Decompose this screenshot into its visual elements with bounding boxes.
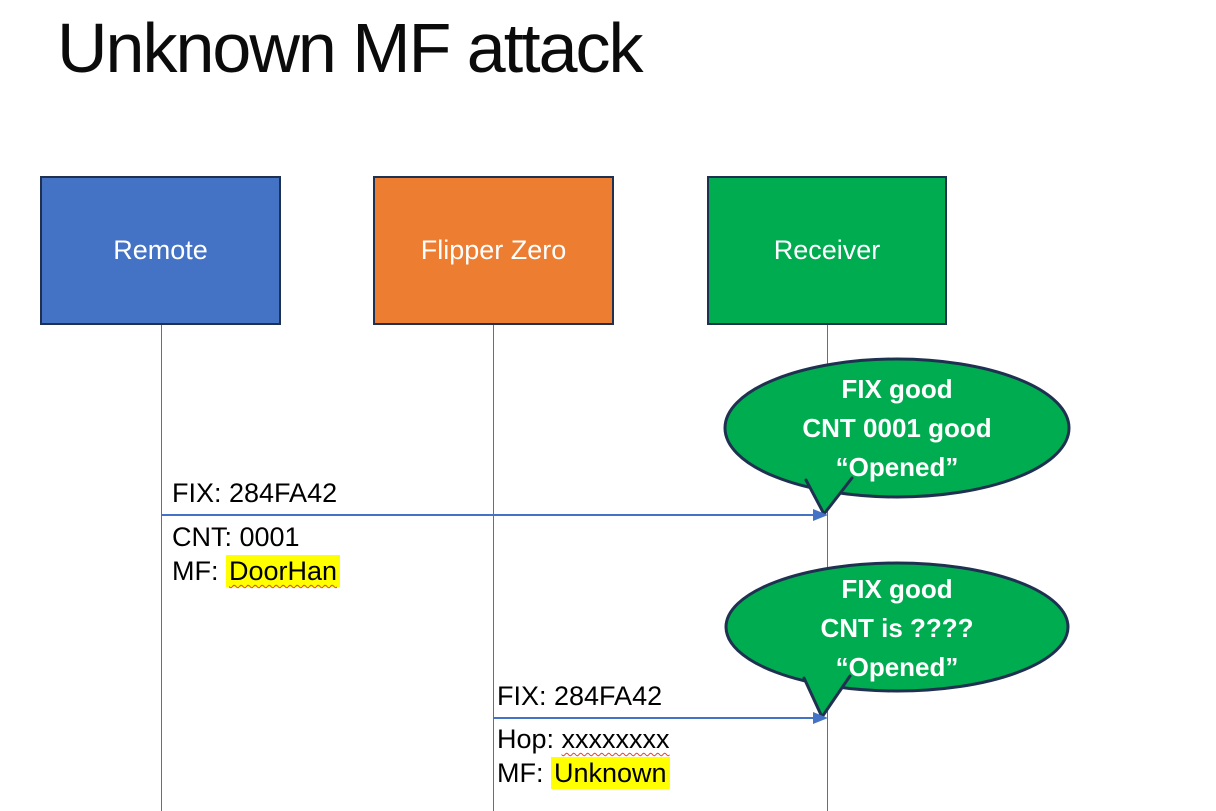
message2-mf-prefix: MF: <box>497 758 551 788</box>
speech-bubble-2-ellipse <box>724 561 1070 693</box>
actor-label-remote: Remote <box>113 235 208 265</box>
actor-box-remote: Remote <box>40 176 281 325</box>
message1-cnt-label: CNT: 0001 <box>172 522 300 552</box>
message-arrow-2-arrowhead-icon <box>813 711 828 724</box>
message1-fix-label: FIX: 284FA42 <box>172 478 338 508</box>
bubble2-line1: FIX good <box>841 574 953 604</box>
message2-hop-value: xxxxxxxx <box>561 724 670 754</box>
speech-bubble-1-text: FIX good CNT 0001 good “Opened” <box>725 370 1069 487</box>
message2-hop-prefix: Hop: <box>497 724 562 754</box>
message2-mf-value-highlighted: Unknown <box>551 757 670 789</box>
bubble1-line2: CNT 0001 good <box>802 413 992 443</box>
actor-label-receiver: Receiver <box>773 235 881 265</box>
message2-mf-label: MF: Unknown <box>497 757 670 789</box>
bubble1-line3: “Opened” <box>835 452 959 482</box>
actor-box-receiver: Receiver <box>707 176 947 325</box>
bubble1-line1: FIX good <box>841 374 953 404</box>
speech-bubble-2-text: FIX good CNT is ???? “Opened” <box>725 570 1069 687</box>
message1-mf-prefix: MF: <box>172 556 226 586</box>
message2-fix-label: FIX: 284FA42 <box>497 681 663 711</box>
lifeline-flipper-zero <box>492 325 494 811</box>
speech-bubble-1-ellipse <box>723 357 1071 499</box>
message-arrow-1-line <box>161 514 815 516</box>
bubble2-line3: “Opened” <box>835 652 959 682</box>
message1-mf-label: MF: DoorHan <box>172 555 341 587</box>
lifeline-remote <box>160 325 162 811</box>
speech-bubble-1 <box>723 357 1071 516</box>
speech-bubble-2 <box>724 561 1070 719</box>
message-arrow-2-line <box>493 717 815 719</box>
message1-mf-value-highlighted: DoorHan <box>226 555 341 587</box>
message2-hop-label: Hop: xxxxxxxx <box>497 723 670 755</box>
bubble2-line2: CNT is ???? <box>820 613 974 643</box>
actor-box-flipper-zero: Flipper Zero <box>373 176 614 325</box>
slide-title: Unknown MF attack <box>57 9 644 87</box>
message-arrow-1-arrowhead-icon <box>813 508 828 521</box>
actor-label-flipper-zero: Flipper Zero <box>420 235 567 265</box>
